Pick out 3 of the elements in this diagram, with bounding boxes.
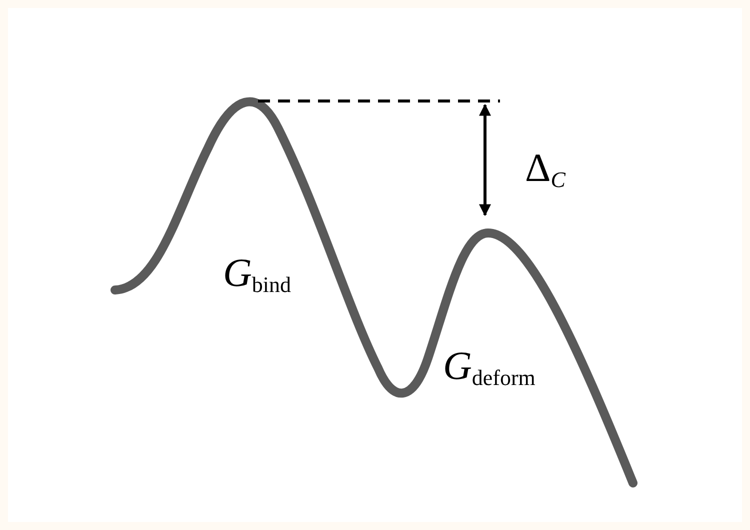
energy-barrier-label: Δ$_{C}$ bbox=[525, 148, 566, 191]
term-label: G$_{bind}$ bbox=[223, 253, 292, 296]
term-label: G$_{deform}$ bbox=[443, 346, 536, 389]
